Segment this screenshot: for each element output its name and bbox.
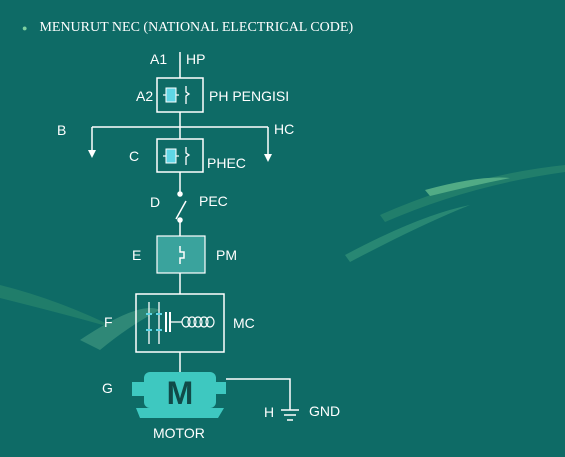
ground-icon [226,378,299,421]
fuse-icon [165,148,177,164]
switch-contact-icon [185,147,191,165]
label-g: G [102,380,113,396]
fuse-icon [165,87,177,103]
label-e: E [132,247,142,263]
motor-symbol-text: M [167,375,194,411]
label-ph-pengisi: PH PENGISI [209,88,290,104]
phec-box [156,138,204,173]
label-gnd: GND [309,403,341,419]
label-motor: MOTOR [153,425,205,441]
label-b: B [57,122,67,138]
motor-icon: M [132,372,226,418]
label-c: C [129,148,140,164]
pec-switch-icon [175,191,187,223]
thermal-element-icon [179,246,185,264]
ph-pengisi-box [156,77,204,113]
label-hc: HC [274,121,295,137]
label-pm: PM [216,247,237,263]
label-f: F [104,314,113,330]
pm-box [156,235,206,274]
label-hp: HP [186,51,206,67]
title-row: ● MENURUT NEC (NATIONAL ELECTRICAL CODE) [22,20,353,36]
decorative-swoosh-left [0,285,160,350]
mc-box [135,293,225,353]
label-pec: PEC [199,193,228,209]
label-a1: A1 [150,51,168,67]
coil-icon [181,316,215,328]
slide-title: MENURUT NEC (NATIONAL ELECTRICAL CODE) [39,20,354,35]
decorative-swoosh-right [345,165,565,262]
switch-contact-icon [185,86,191,104]
label-a2: A2 [136,88,154,104]
branch-line [91,126,269,156]
label-mc: MC [233,315,255,331]
label-phec: PHEC [207,155,246,171]
label-h: H [264,404,275,420]
label-d: D [150,194,161,210]
arrow-down-icon-hc [264,154,272,162]
bullet-icon: ● [22,23,28,33]
arrow-down-icon-b [88,150,96,158]
